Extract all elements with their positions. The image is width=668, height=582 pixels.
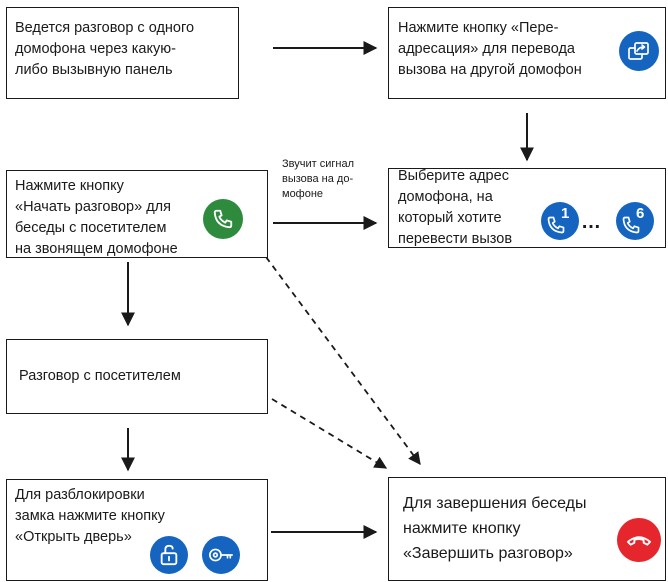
step-box-2: Нажмите кнопку «Пере- адресация» для пер… (388, 7, 666, 99)
step-text-7: Для завершения беседы нажмите кнопку «За… (403, 495, 587, 562)
phone-address-icon: 6 (616, 202, 654, 240)
arrow-note: Звучит сигнал вызова на до- мофоне (282, 158, 354, 200)
address-number-first: 1 (561, 205, 570, 222)
forward-icon (619, 31, 659, 71)
hang-up-icon (617, 518, 661, 562)
door-key-icon (202, 536, 240, 574)
phone-address-icon: 1 (541, 202, 579, 240)
step-box-6: Для разблокировки замка нажмите кнопку «… (6, 479, 268, 581)
step-text-2: Нажмите кнопку «Пере- адресация» для пер… (398, 20, 582, 78)
step-box-3: Нажмите кнопку «Начать разговор» для бес… (6, 170, 268, 258)
unlock-icon (150, 536, 188, 574)
address-number-last: 6 (636, 205, 645, 222)
step-text-4: Выберите адрес домофона, на который хоти… (398, 168, 513, 247)
step-box-4: Выберите адрес домофона, на который хоти… (388, 168, 666, 248)
step-box-7: Для завершения беседы нажмите кнопку «За… (388, 477, 666, 581)
step-text-5: Разговор с посетителем (19, 368, 181, 384)
step-box-1: Ведется разговор с одного домофона через… (6, 7, 239, 99)
step-text-3: Нажмите кнопку «Начать разговор» для бес… (15, 178, 178, 257)
dashed-arrow-b3-to-b7 (265, 256, 421, 466)
step-text-6: Для разблокировки замка нажмите кнопку «… (15, 487, 165, 545)
step-text-1: Ведется разговор с одного домофона через… (15, 20, 195, 78)
phone-answer-icon (203, 199, 243, 239)
address-ellipsis: … (581, 211, 601, 233)
step-box-5: Разговор с посетителем (6, 339, 268, 414)
dashed-arrow-b5-to-b7 (271, 398, 388, 469)
